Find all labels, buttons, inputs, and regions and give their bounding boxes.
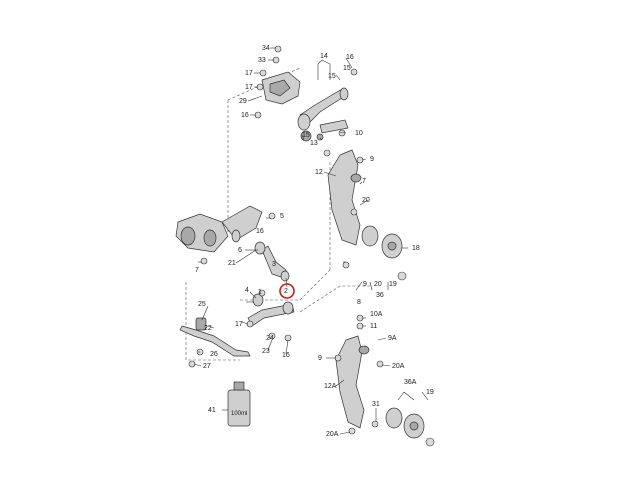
lower-control-arm	[247, 241, 295, 327]
part-label-13: 13	[310, 140, 318, 147]
part-label-16-d: 16	[282, 352, 290, 359]
part-label-24: 24	[266, 335, 274, 342]
part-label-10a: 10A	[370, 311, 383, 318]
part-label-16-b: 16	[346, 54, 354, 61]
upper-steering-knuckle	[327, 149, 407, 281]
part-label-9-b: 9	[363, 281, 367, 288]
part-label-41: 41	[208, 407, 216, 414]
part-label-21: 21	[228, 260, 236, 267]
part-label-7: 7	[362, 178, 366, 185]
part-label-14: 14	[320, 53, 328, 60]
part-label-5: 5	[280, 213, 284, 220]
part-label-1: 1	[258, 289, 262, 296]
part-label-17-c: 17	[235, 321, 243, 328]
part-label-9: 9	[370, 156, 374, 163]
part-label-23: 23	[262, 348, 270, 355]
stabilizer-bar	[179, 317, 251, 368]
leader-lines	[193, 47, 429, 435]
part-label-33: 33	[258, 57, 266, 64]
subframe-mount	[175, 205, 263, 253]
part-label-12a: 12A	[324, 383, 337, 390]
lower-steering-knuckle	[335, 335, 435, 447]
bottle-label: 100ml	[231, 411, 247, 417]
part-label-9a: 9A	[388, 335, 397, 342]
part-label-19: 19	[389, 281, 397, 288]
part-label-15-c: 15	[302, 132, 310, 139]
part-label-11: 11	[370, 323, 377, 330]
part-label-20-b: 20	[374, 281, 382, 288]
part-label-16: 16	[241, 112, 249, 119]
part-label-36: 36	[376, 292, 384, 299]
part-label-8: 8	[357, 299, 361, 306]
part-label-25: 25	[198, 301, 206, 308]
part-label-26: 26	[210, 351, 218, 358]
part-label-19-b: 19	[426, 389, 434, 396]
bolts	[200, 45, 384, 435]
part-label-12: 12	[315, 169, 323, 176]
part-label-22: 22	[204, 325, 212, 332]
part-label-27: 27	[203, 363, 211, 370]
grease-bottle	[227, 381, 251, 427]
part-label-4: 4	[245, 287, 249, 294]
part-label-16-c: 16	[256, 228, 264, 235]
part-label-9-c: 9	[318, 355, 322, 362]
part-label-7-b: 7	[195, 267, 199, 274]
part-label-20a: 20A	[392, 363, 405, 370]
part-label-2: 2	[284, 288, 288, 295]
part-label-17-b: 17	[245, 84, 253, 91]
part-label-15-b: 15	[328, 73, 336, 80]
part-label-6: 6	[238, 247, 242, 254]
part-label-18: 18	[412, 245, 420, 252]
part-label-31: 31	[372, 401, 380, 408]
highlight-ring	[279, 283, 295, 299]
part-label-15: 15	[343, 65, 351, 72]
part-labels: 34 33 17 17 29 16 14 16 15 15 15 13 10 9…	[195, 45, 434, 438]
upper-bracket	[261, 71, 301, 105]
upper-control-arm	[297, 87, 349, 142]
part-label-36a: 36A	[404, 379, 417, 386]
part-label-3: 3	[272, 261, 276, 268]
part-label-20: 20	[362, 197, 370, 204]
part-label-20a-b: 20A	[326, 431, 339, 438]
part-label-29: 29	[239, 98, 247, 105]
part-label-10: 10	[355, 130, 363, 137]
part-label-17: 17	[245, 70, 253, 77]
part-label-34: 34	[262, 45, 270, 52]
